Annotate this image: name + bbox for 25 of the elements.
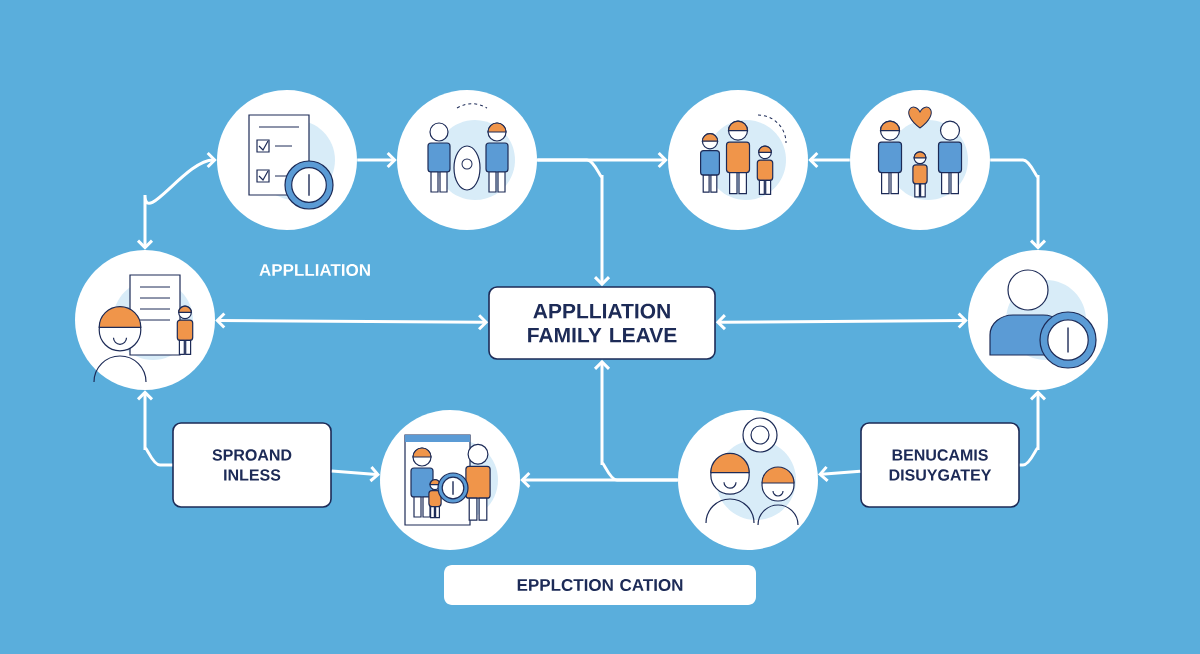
arrow [136,151,217,250]
arrow [357,151,397,169]
illustration-drawing [75,250,215,390]
illustration-drawing [397,90,537,230]
illustration-drawing [668,90,808,230]
arrow [215,312,489,331]
arrow [808,151,850,169]
process-box: APPLLIATION FAMILY LEAVE [488,286,716,360]
arrow [818,465,861,482]
arrow [537,158,611,287]
arrow [136,390,173,467]
illustration-drawing [380,410,520,550]
caption-banner: EPPLCTION CATION [444,565,756,605]
arrow [331,466,380,483]
diagram-label: APPLLIATION [259,264,370,277]
arrow [1019,390,1047,467]
process-box: BENUCAMIS DISUYGATEY [860,422,1020,508]
arrow [715,312,968,331]
illustration-drawing [217,90,357,230]
process-box: SPROAND INLESS [172,422,332,508]
arrow [593,359,678,482]
illustration-drawing [678,410,818,550]
arrow [990,158,1047,250]
illustration-drawing [850,90,990,230]
illustration-drawing [968,250,1108,390]
